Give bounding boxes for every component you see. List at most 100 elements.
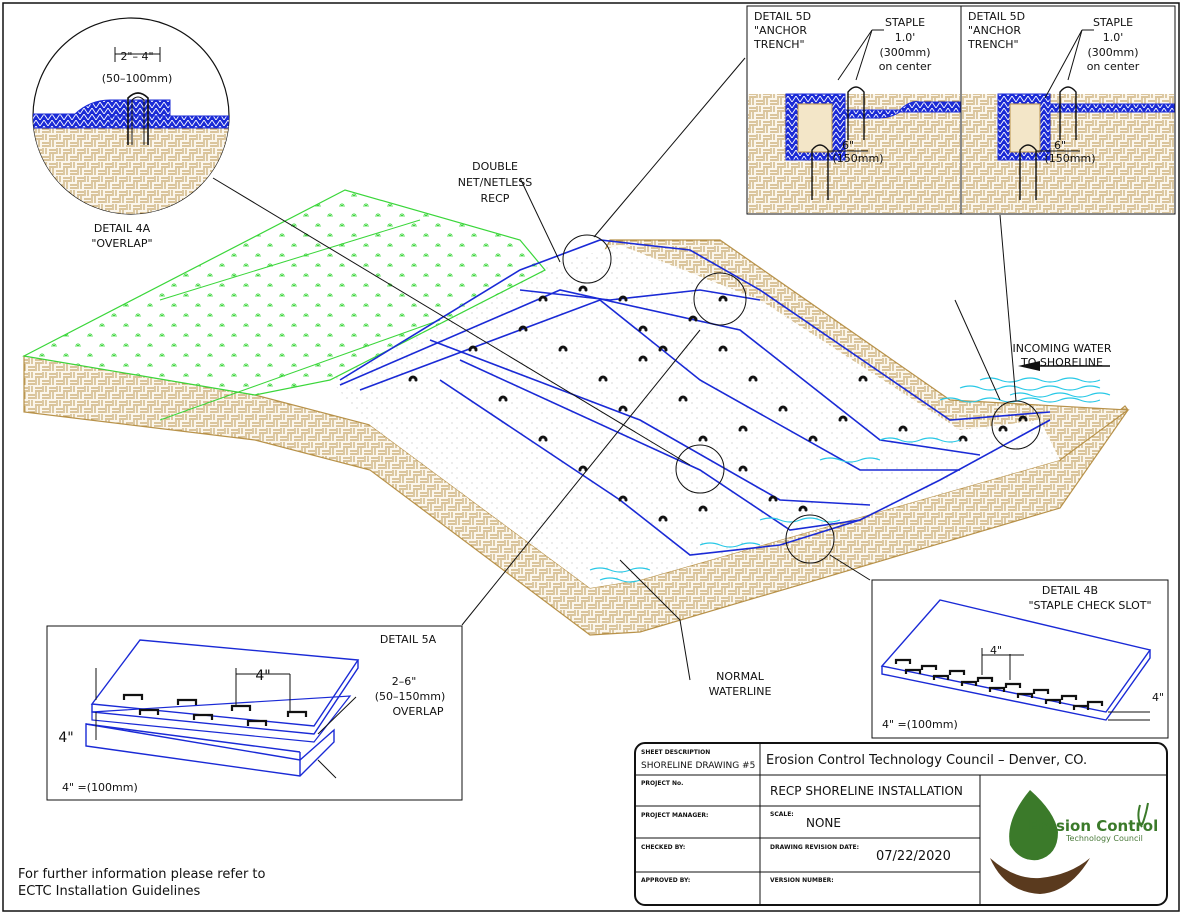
version-label: VERSION NUMBER:	[770, 877, 834, 884]
water-waves	[589, 377, 1111, 583]
grass-seam-2	[159, 319, 441, 421]
detail-4a-dim-mm: (50–100mm)	[102, 72, 173, 85]
project-name: RECP SHORELINE INSTALLATION	[770, 784, 963, 798]
leader-line	[1044, 29, 1083, 99]
staple-on-center: on center	[879, 60, 932, 73]
leader-line	[837, 29, 873, 81]
staple-on-center: on center	[1087, 60, 1140, 73]
main-isometric-view	[22, 57, 1130, 681]
callout-normal-waterline: NORMAL WATERLINE	[709, 670, 772, 698]
footer-note-line-2: ECTC Installation Guidelines	[18, 884, 200, 899]
detail-5d-title-3: TRENCH"	[753, 38, 805, 51]
revision-label: DRAWING REVISION DATE:	[770, 844, 859, 851]
detail-5a-overlap-label: OVERLAP	[392, 705, 443, 718]
revision-date: 07/22/2020	[876, 849, 951, 864]
callout-line: DOUBLE	[472, 160, 518, 173]
detail-5a-staples	[122, 693, 308, 726]
detail-5d-title-2: "ANCHOR	[968, 24, 1021, 37]
logo-text-main: Erosion Control	[1028, 817, 1158, 835]
anchor-trench-fill	[1009, 103, 1041, 153]
detail-5d-panel-1: DETAIL 5D "ANCHOR TRENCH" STAPLE 1.0' (3…	[748, 10, 961, 213]
ectc-logo: Erosion Control Technology Council	[990, 790, 1158, 894]
detail-5a-overlap-mm: (50–150mm)	[375, 690, 446, 703]
detail-4a-staple-inner	[131, 96, 145, 145]
logo-text-sub: Technology Council	[1065, 834, 1143, 843]
title-block-grid	[635, 743, 1167, 905]
detail-5a-title: DETAIL 5A	[380, 633, 437, 646]
staple-spacing-mm: (300mm)	[879, 46, 930, 59]
detail-4a-mat-bottom	[109, 115, 229, 129]
callout-incoming-water: INCOMING WATER TO SHORELINE	[1012, 342, 1111, 369]
detail-4b-dim-top: 4"	[990, 644, 1002, 657]
detail-5a-frame	[46, 625, 463, 801]
trench-dim-in: 6"	[842, 139, 854, 152]
detail-5a-dim-top: 4"	[255, 668, 270, 684]
detail-5d: DETAIL 5D "ANCHOR TRENCH" STAPLE 1.0' (3…	[746, 5, 1176, 215]
leader-lines	[212, 57, 1017, 681]
dimension-line	[317, 759, 337, 779]
detail-4b-note: 4" =(100mm)	[882, 718, 958, 731]
detail-4b-staples	[894, 658, 1104, 710]
callout-line: NORMAL	[716, 670, 765, 683]
leader-line	[1067, 29, 1083, 81]
leader-line	[855, 29, 873, 81]
detail-callout-circles	[562, 234, 1041, 564]
staple-shape	[1059, 86, 1077, 140]
trench-dim-mm: (150mm)	[1044, 152, 1095, 165]
detail-4a: 2"– 4" (50–100mm) DETAIL 4A "OVERLAP"	[32, 17, 230, 250]
staple-spacing-mm: (300mm)	[1087, 46, 1138, 59]
slope-surface	[330, 245, 1060, 588]
panel-soil	[962, 94, 1174, 213]
detail-4b-dim-side: 4"	[1152, 691, 1164, 704]
scale-value: NONE	[806, 816, 841, 830]
staple-spacing: 1.0'	[1103, 31, 1124, 44]
sprout-icon	[1137, 802, 1149, 828]
detail-4a-title: DETAIL 4A	[94, 222, 151, 235]
leaf-drop-icon	[1009, 790, 1058, 861]
detail-5a-lower-top	[85, 723, 301, 753]
organization-name: Erosion Control Technology Council – Den…	[766, 753, 1087, 768]
checked-label: CHECKED BY:	[641, 844, 685, 851]
water-direction-arrow	[1018, 361, 1040, 371]
approved-label: APPROVED BY:	[641, 877, 690, 884]
detail-5a-overlap	[91, 695, 352, 743]
detail-4b-title: DETAIL 4B	[1042, 584, 1098, 597]
scale-label: SCALE:	[770, 811, 794, 818]
anchor-trench-fill	[797, 103, 833, 153]
staple-label: STAPLE	[885, 16, 925, 29]
manager-label: PROJECT MANAGER:	[641, 812, 708, 819]
staple-shape	[1019, 144, 1037, 200]
staple-label: STAPLE	[1093, 16, 1133, 29]
callout-line: RECP	[481, 192, 510, 205]
detail-5a-upper-edge	[91, 660, 359, 735]
grass-area	[22, 189, 546, 396]
title-block-frame	[634, 742, 1168, 906]
detail-4b-subtitle: "STAPLE CHECK SLOT"	[1028, 599, 1151, 612]
sheet-desc: SHORELINE DRAWING #5	[641, 761, 755, 771]
detail-5d-title-2: "ANCHOR	[754, 24, 807, 37]
project-label: PROJECT No.	[641, 780, 683, 787]
callout-line: INCOMING WATER	[1012, 342, 1111, 355]
staple-spacing: 1.0'	[895, 31, 916, 44]
sheet-desc-label: SHEET DESCRIPTION	[641, 749, 710, 756]
detail-5d-title-3: TRENCH"	[967, 38, 1019, 51]
dimension-line	[317, 696, 357, 735]
callout-line: TO SHORELINE	[1020, 356, 1103, 369]
detail-4a-staple	[127, 92, 149, 145]
staple-shape	[811, 144, 829, 200]
detail-4b-blanket-edge	[881, 650, 1151, 721]
detail-4a-subtitle: "OVERLAP"	[91, 237, 152, 250]
staples	[408, 285, 1028, 522]
detail-4b: DETAIL 4B "STAPLE CHECK SLOT" 4" 4" 4" =…	[871, 579, 1169, 739]
detail-5a: DETAIL 5A 4" 4" 2–6" (50–150mm) OVERLAP …	[46, 625, 463, 801]
soil-hands-icon	[990, 858, 1090, 894]
trench-dim-in: 6"	[1054, 139, 1066, 152]
footer-note-line-1: For further information please refer to	[18, 867, 266, 882]
trench-dim-mm: (150mm)	[832, 152, 883, 165]
callout-double-net: DOUBLE NET/NETLESS RECP	[458, 160, 533, 205]
detail-5d-panel-2: DETAIL 5D "ANCHOR TRENCH" STAPLE 1.0' (3…	[962, 10, 1175, 213]
callout-line: WATERLINE	[709, 685, 772, 698]
panel-mat	[997, 93, 1175, 161]
